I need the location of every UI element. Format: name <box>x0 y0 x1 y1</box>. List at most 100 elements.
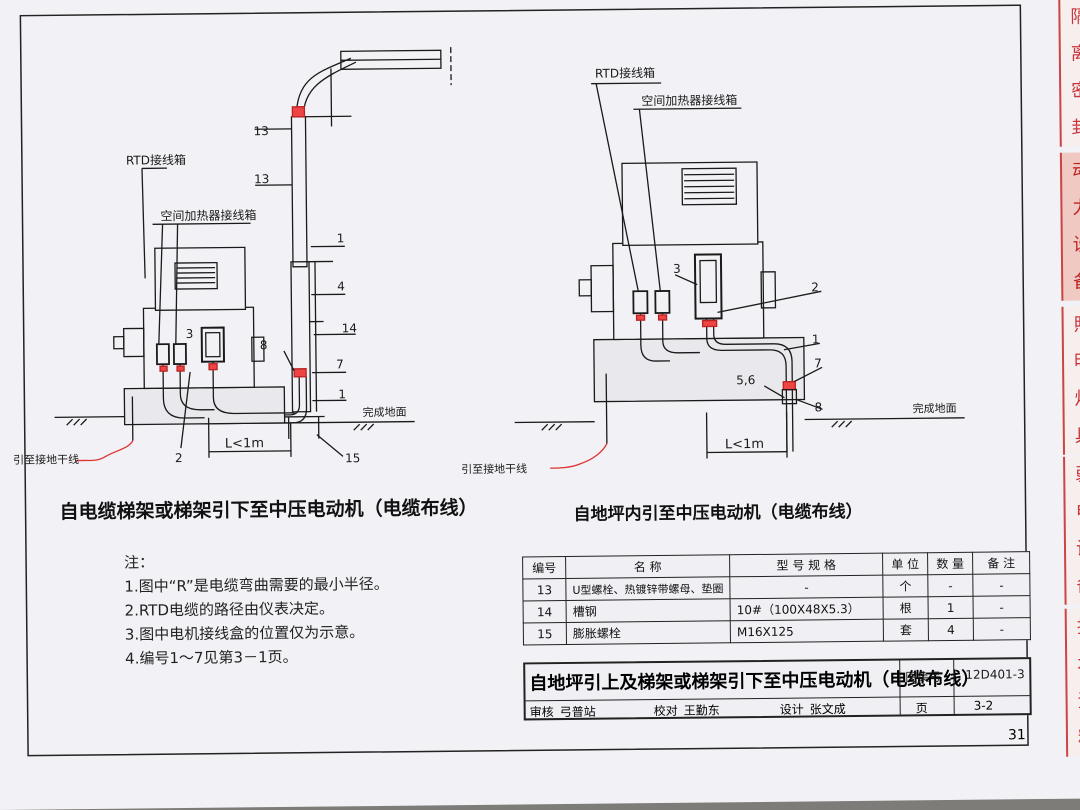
design-label: 设计 <box>779 702 804 717</box>
atlas-number: 12D401-3 <box>965 667 1025 682</box>
cell: - <box>972 573 1031 597</box>
side-tab-isolation-seal[interactable]: 隔 离 密 封 <box>1058 0 1080 147</box>
review-label: 审核 <box>529 705 554 720</box>
side-tab-char: 灯 <box>1074 388 1080 410</box>
cell: M16X125 <box>730 619 884 643</box>
label-14: 14 <box>342 321 357 335</box>
side-tab-char: 技 <box>1076 616 1080 638</box>
cell: - <box>973 617 1031 641</box>
page-label: 页 <box>915 701 928 716</box>
col-header: 型 号 规 格 <box>729 553 883 577</box>
cell: - <box>927 574 974 597</box>
checker-name: 王勤东 <box>683 703 720 718</box>
label-dim-right: L<1m <box>725 437 764 452</box>
reviewer-name: 弓普站 <box>559 704 596 720</box>
col-header: 数 量 <box>927 552 973 575</box>
atlas-label: 图集号 <box>905 670 942 685</box>
parts-table: 编号 名 称 型 号 规 格 单 位 数 量 备 注 13 U型螺栓、热镀锌带螺… <box>522 551 1032 646</box>
cell: 4 <box>928 618 974 641</box>
side-tab-char: 术 <box>1077 653 1080 675</box>
label-rtd-box-right: RTD接线箱 <box>595 65 655 81</box>
right-motor-diagram <box>514 82 965 469</box>
label-earth-left: 引至接地干线 <box>13 452 79 467</box>
cell: 15 <box>523 622 567 645</box>
label-7-right: 7 <box>814 356 822 370</box>
designer-name: 张文成 <box>809 702 846 717</box>
notes: 注： 1.图中“R”是电缆弯曲需要的最小半径。 2.RTD电缆的路径由仪表决定。… <box>124 548 390 671</box>
right-diagram-caption: 自地坪内引至中压电动机（电缆布线） <box>573 501 863 525</box>
label-1-bottom: 1 <box>338 387 346 401</box>
cell: - <box>973 595 1031 619</box>
label-1-right: 1 <box>812 332 820 346</box>
note-item: 2.RTD电缆的路径由仪表决定。 <box>124 599 335 620</box>
label-13-upper: 13 <box>254 124 269 138</box>
cell: 槽钢 <box>566 598 731 623</box>
cell: 14 <box>523 600 567 623</box>
cell: 1 <box>928 596 974 619</box>
cell: 个 <box>882 574 929 598</box>
label-4: 4 <box>337 279 345 293</box>
label-rtd-box: RTD接线箱 <box>126 152 186 168</box>
cell: - <box>729 575 884 599</box>
left-diagram-caption: 自电缆梯架或梯架引下至中压电动机（电缆布线） <box>59 496 478 524</box>
cell: 根 <box>883 596 929 620</box>
label-heater-box-right: 空间加热器接线箱 <box>641 92 737 108</box>
cell: U型螺栓、热镀锌带螺母、垫圈 <box>565 576 731 601</box>
check-label: 校对 <box>653 703 678 719</box>
label-earth-right: 引至接地干线 <box>461 461 527 476</box>
note-item: 4.编号1～7见第3－1页。 <box>125 647 298 668</box>
side-tab-char: 力 <box>1072 197 1080 219</box>
side-tab-lighting[interactable]: 照 明 灯 具 <box>1061 306 1080 455</box>
side-tab-power-equipment[interactable]: 动 力 设 备 <box>1059 152 1080 301</box>
side-tab-char: 备 <box>1073 271 1080 293</box>
note-item: 3.图中电机接线盒的位置仅为示意。 <box>124 623 365 644</box>
label-3: 3 <box>186 327 194 341</box>
side-tab-char: 离 <box>1070 43 1080 65</box>
side-tab-char: 动 <box>1071 160 1080 182</box>
side-tab-char: 密 <box>1071 80 1080 102</box>
label-13-lower: 13 <box>254 172 269 186</box>
label-7: 7 <box>336 357 344 371</box>
col-header: 名 称 <box>565 554 730 579</box>
note-item: 1.图中“R”是电缆弯曲需要的最小半径。 <box>124 574 389 596</box>
side-tab-tech-docs[interactable]: 技 术 资 料 <box>1064 608 1080 757</box>
col-header: 编号 <box>522 556 566 579</box>
notes-heading: 注： <box>124 553 155 572</box>
label-2-right: 2 <box>811 280 819 294</box>
label-heater-box: 空间加热器接线箱 <box>160 207 256 223</box>
left-motor-diagram <box>54 47 452 462</box>
cell: 13 <box>522 578 567 601</box>
label-2: 2 <box>175 451 183 465</box>
page-code: 3-2 <box>973 698 994 713</box>
side-tab-char: 弱 <box>1075 464 1080 486</box>
side-tab-low-voltage[interactable]: 弱 电 设 备 <box>1063 456 1080 605</box>
label-ground-right: 完成地面 <box>912 401 956 415</box>
side-tab-char: 电 <box>1075 501 1080 523</box>
cell: 膨胀螺栓 <box>566 620 731 645</box>
side-tab-char: 隔 <box>1070 6 1080 28</box>
side-tab-char: 设 <box>1075 538 1080 560</box>
side-tab-char: 设 <box>1072 234 1080 256</box>
cell: 套 <box>883 618 929 642</box>
title-block: 自地坪引上及梯架或梯架引下至中压电动机（电缆布线） 图集号 12D401-3 审… <box>523 657 1032 722</box>
side-tab-char: 照 <box>1073 314 1080 336</box>
cell: 10#（100X48X5.3） <box>730 597 884 621</box>
label-ground-left: 完成地面 <box>362 405 406 419</box>
label-8-right: 8 <box>814 400 822 414</box>
label-8: 8 <box>260 338 268 352</box>
label-1-top: 1 <box>337 231 345 245</box>
side-tab-char: 料 <box>1077 727 1080 749</box>
side-tab-char: 封 <box>1071 117 1080 139</box>
table-row: 15 膨胀螺栓 M16X125 套 4 - <box>523 617 1031 645</box>
label-56-right: 5,6 <box>736 373 755 387</box>
installation-drawings: RTD接线箱 空间加热器接线箱 13 13 1 4 14 3 8 7 1 2 1… <box>13 4 1029 757</box>
col-header: 备 注 <box>972 551 1030 575</box>
label-3-right: 3 <box>673 262 681 276</box>
side-tab-char: 明 <box>1073 351 1080 373</box>
page-number: 31 <box>1007 727 1026 744</box>
col-header: 单 位 <box>882 552 928 576</box>
label-dim-left: L<1m <box>225 436 264 451</box>
side-tab-char: 备 <box>1076 575 1080 597</box>
side-tab-char: 资 <box>1077 690 1080 712</box>
